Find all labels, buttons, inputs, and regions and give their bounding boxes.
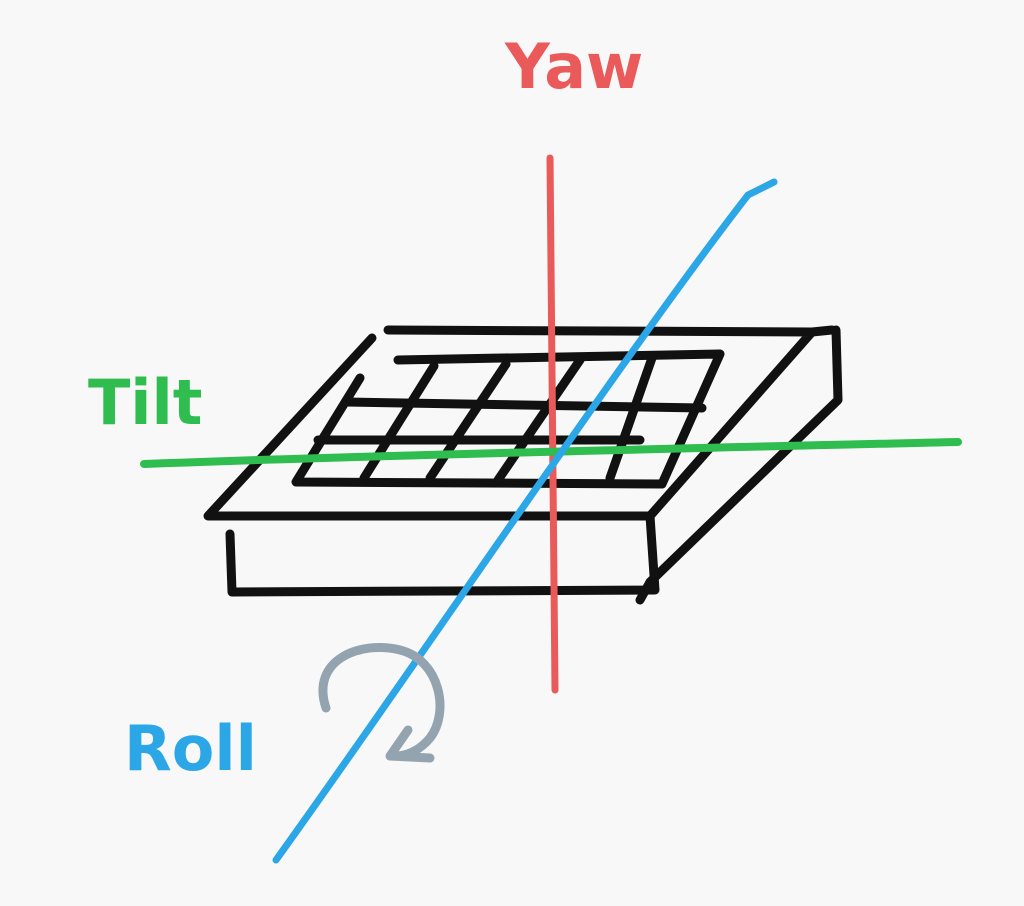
grid-row-1 — [341, 397, 707, 413]
grid-panel-device-icon — [203, 325, 843, 605]
roll-label: Roll — [124, 712, 257, 785]
device-side-edge — [807, 325, 837, 337]
roll-axis-line — [272, 178, 778, 864]
grid-col-4 — [605, 353, 657, 483]
grid-col-3 — [493, 355, 585, 485]
grid-frame — [291, 349, 725, 489]
tilt-axis-line — [140, 438, 962, 468]
tilt-label: Tilt — [88, 366, 203, 439]
device-front-face — [225, 511, 660, 597]
grid-col-2 — [425, 359, 511, 483]
grid-col-1 — [359, 361, 439, 483]
curved-arrow-icon — [318, 643, 445, 763]
yaw-label: Yaw — [505, 30, 644, 103]
device-side-face — [635, 325, 843, 605]
yaw-axis-line — [546, 154, 559, 694]
